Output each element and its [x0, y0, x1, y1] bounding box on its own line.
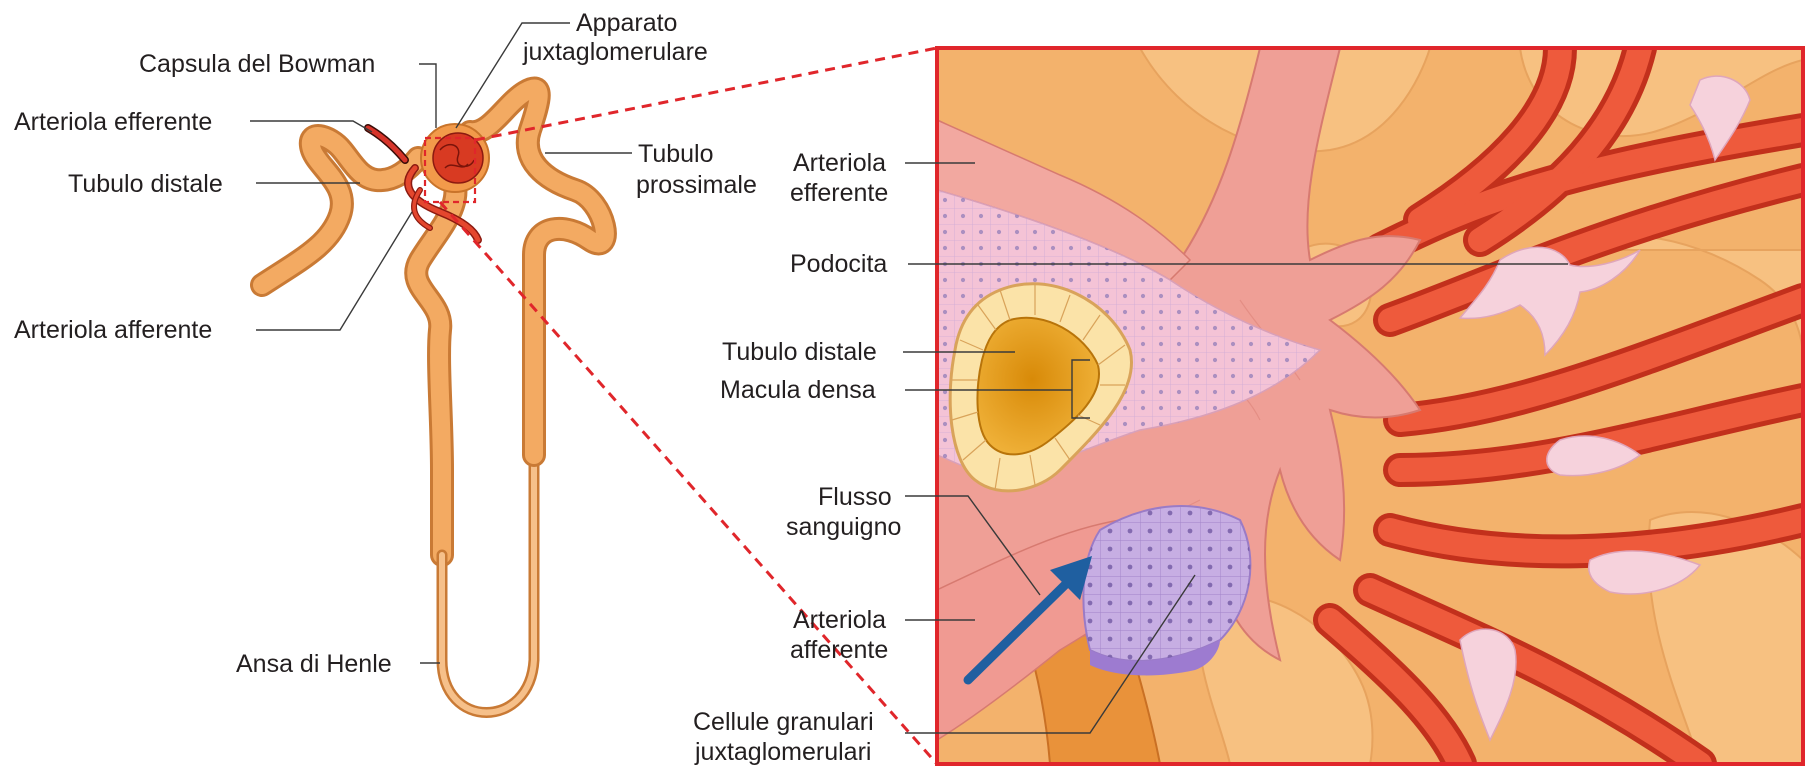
label-flusso-2: sanguigno [786, 513, 901, 541]
label-detail-tubulo-distale: Tubulo distale [722, 338, 877, 366]
label-apparato-2: juxtaglomerulare [522, 38, 708, 66]
label-podocita: Podocita [790, 250, 887, 278]
label-tubulo-prossimale-2: prossimale [636, 171, 757, 199]
label-detail-arteriola-afferente-1: Arteriola [793, 606, 886, 634]
nephron-overview [262, 88, 605, 712]
label-tubulo-distale: Tubulo distale [68, 170, 223, 198]
label-macula-densa: Macula densa [720, 376, 876, 404]
overview-labels: Apparato juxtaglomerulare Capsula del Bo… [14, 9, 757, 678]
label-apparato-1: Apparato [576, 9, 677, 37]
detail-view [937, 48, 1803, 764]
glomerulus [421, 124, 489, 192]
label-detail-arteriola-efferente-2: efferente [790, 179, 888, 207]
label-capsula: Capsula del Bowman [139, 50, 375, 78]
label-arteriola-afferente: Arteriola afferente [14, 316, 212, 344]
label-ansa-henle: Ansa di Henle [236, 650, 392, 678]
label-detail-arteriola-efferente-1: Arteriola [793, 149, 886, 177]
label-detail-arteriola-afferente-2: afferente [790, 636, 888, 664]
label-tubulo-prossimale-1: Tubulo [638, 140, 714, 168]
label-cellule-1: Cellule granulari [693, 708, 874, 736]
label-arteriola-efferente: Arteriola efferente [14, 108, 212, 136]
label-cellule-2: juxtaglomerulari [694, 738, 871, 766]
label-flusso-1: Flusso [818, 483, 892, 511]
